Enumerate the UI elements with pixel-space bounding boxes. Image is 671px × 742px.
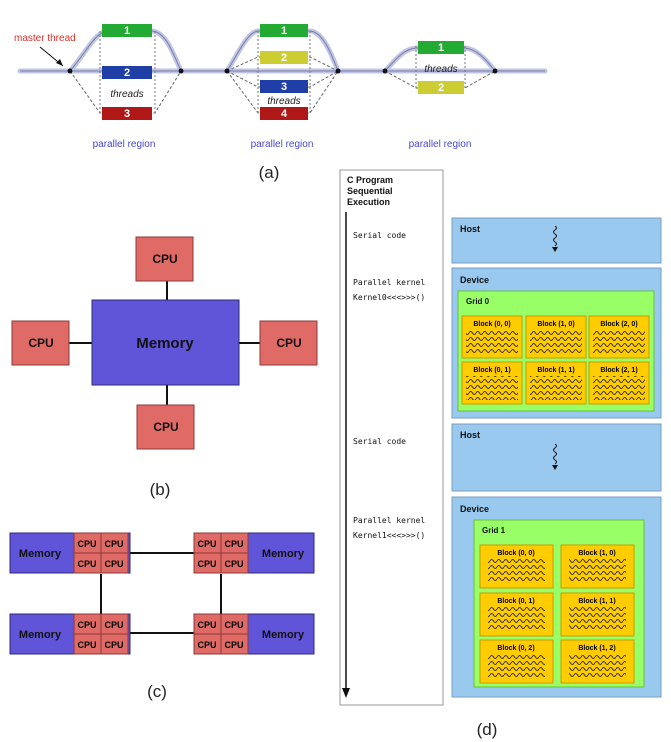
parallel-kernel-label: Parallel kernel (353, 516, 425, 525)
parallel-region-label: parallel region (409, 139, 472, 150)
master-thread-label: master thread (14, 33, 76, 44)
panel-d: C Program Sequential Execution Serial co… (339, 169, 662, 739)
block-label: Block (2, 1) (600, 367, 637, 374)
parallel-region-label: parallel region (251, 139, 314, 150)
grid1-blocks: Block (0, 0) Block (1, 0) Block (0, 1) B… (479, 544, 635, 684)
cpu-label: CPU (77, 559, 96, 569)
block-label: Block (1, 1) (537, 367, 574, 374)
threads-label: threads (267, 96, 300, 107)
block-label: Block (1, 2) (578, 645, 615, 652)
thread-bar-label: 2 (281, 52, 287, 64)
caption-a: (a) (259, 163, 280, 182)
memory-block (91, 299, 240, 386)
panel-c: Memory CPU CPU CPU CPU Memory CPU CPU CP… (9, 532, 315, 701)
thread-bar-label: 2 (124, 67, 130, 79)
device-label: Device (460, 504, 489, 514)
parallel-kernel-label: Parallel kernel (353, 278, 425, 287)
block-label: Block (0, 1) (497, 598, 534, 605)
block-label: Block (1, 0) (537, 321, 574, 328)
host-label: Host (460, 430, 480, 440)
parallel-region-label: parallel region (93, 139, 156, 150)
cpu-label: CPU (104, 620, 123, 630)
grid-label: Grid 0 (466, 297, 490, 306)
cpu-label: CPU (104, 640, 123, 650)
cpu-label: CPU (104, 559, 123, 569)
cpu-label: CPU (28, 336, 53, 350)
cpu-block (135, 236, 194, 282)
serial-code-label: Serial code (353, 231, 406, 240)
cpu-label: CPU (197, 620, 216, 630)
cpu-block (259, 320, 318, 366)
cpu-label: CPU (152, 252, 177, 266)
threads-label: threads (424, 64, 457, 75)
thread-bar-label: 4 (281, 108, 288, 120)
block-label: Block (2, 0) (600, 321, 637, 328)
cpu-label: CPU (77, 640, 96, 650)
region-3-bars: 1 2 threads (418, 41, 464, 94)
cpu-label: CPU (276, 336, 301, 350)
cpu-label: CPU (77, 539, 96, 549)
memory-label: Memory (262, 548, 305, 560)
serial-code-label: Serial code (353, 437, 406, 446)
cpu-label: CPU (77, 620, 96, 630)
panel-b: Memory CPU CPU CPU CPU (b) (11, 236, 318, 499)
region-2-bars: 1 2 3 4 threads (260, 24, 308, 120)
program-title-line: Execution (347, 197, 390, 207)
panel-a: master thread 1 2 3 threads 1 2 3 4 thre… (14, 24, 548, 182)
thread-bar-label: 1 (281, 25, 287, 37)
thread-bar-label: 1 (124, 25, 130, 37)
caption-b: (b) (150, 480, 171, 499)
memory-label: Memory (19, 548, 62, 560)
block-label: Block (0, 0) (497, 550, 534, 557)
cpu-label: CPU (224, 640, 243, 650)
block-label: Block (1, 0) (578, 550, 615, 557)
host-label: Host (460, 224, 480, 234)
device-label: Device (460, 275, 489, 285)
block-label: Block (1, 1) (578, 598, 615, 605)
program-title-line: C Program (347, 175, 393, 185)
host-box (451, 217, 662, 264)
block-label: Block (0, 1) (473, 367, 510, 374)
cpu-label: CPU (224, 539, 243, 549)
memory-label: Memory (19, 629, 62, 641)
kernel1-label: Kernel1<<<>>>() (353, 531, 425, 540)
cpu-label: CPU (197, 559, 216, 569)
caption-c: (c) (147, 682, 167, 701)
cpu-label: CPU (153, 420, 178, 434)
block-label: Block (0, 0) (473, 321, 510, 328)
cpu-label: CPU (224, 620, 243, 630)
grid0-blocks: Block (0, 0) Block (1, 0) Block (2, 0) B… (461, 315, 650, 405)
cpu-block (136, 404, 195, 450)
thread-bar-label: 2 (438, 82, 444, 94)
grid-label: Grid 1 (482, 526, 506, 535)
region-1-bars: 1 2 3 threads (102, 24, 152, 120)
memory-label: Memory (136, 335, 194, 352)
thread-bar-label: 3 (124, 108, 130, 120)
program-column (339, 169, 444, 706)
block-label: Block (0, 2) (497, 645, 534, 652)
caption-d: (d) (477, 720, 498, 739)
host-box (451, 423, 662, 492)
cpu-block (11, 320, 70, 366)
thread-bar-label: 3 (281, 81, 287, 93)
kernel0-label: Kernel0<<<>>>() (353, 293, 425, 302)
program-title-line: Sequential (347, 186, 393, 196)
thread-bar-label: 1 (438, 42, 444, 54)
threads-label: threads (110, 89, 143, 100)
down-arrow-icon (342, 688, 350, 698)
cpu-label: CPU (197, 539, 216, 549)
cpu-label: CPU (104, 539, 123, 549)
cpu-label: CPU (197, 640, 216, 650)
cpu-label: CPU (224, 559, 243, 569)
memory-label: Memory (262, 629, 305, 641)
